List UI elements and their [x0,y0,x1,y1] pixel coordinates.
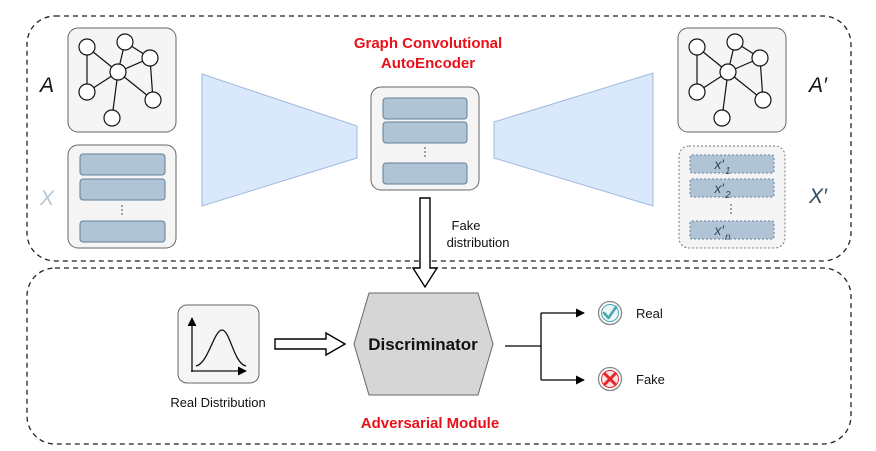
output-row [689,178,775,198]
encoder-trapezoid [201,73,358,207]
real-distribution-panel [177,304,260,384]
input-graph-panel [67,27,177,133]
real-output-label: Real [636,306,663,321]
output-row-text: x′ [713,222,725,238]
feature-row [79,153,166,176]
graph-icon [78,33,162,127]
latent-row [382,97,468,120]
output-row-text: x′ [713,180,725,196]
check-icon [597,300,623,326]
output-adjacency-label: A′ [807,74,828,97]
latent-row [382,162,468,185]
output-row-text: x′ [713,156,725,172]
adversarial-title: Adversarial Module [361,415,499,432]
input-feature-label: X [39,187,55,210]
fake-distribution-label-line2: distribution [447,235,510,250]
output-feature-panel: x′ 1 x′ 2 x′ n [678,145,786,249]
cross-icon [597,366,623,392]
decision-arrows [505,308,585,385]
feature-row [79,220,166,243]
discriminator-label: Discriminator [368,335,478,354]
output-row [689,220,775,240]
fake-output-label: Fake [636,372,665,387]
graph-icon [688,33,772,127]
input-adjacency-label: A [38,74,54,97]
output-row-subscript: n [725,232,731,243]
distribution-curve-icon [187,317,247,376]
output-graph-panel [677,27,787,133]
output-row [689,154,775,174]
input-feature-panel [67,144,177,249]
output-feature-label: X′ [808,185,828,208]
decoder-trapezoid [493,72,654,207]
fake-distribution-arrow [411,197,439,289]
fake-distribution-label-line1: Fake [452,218,481,233]
latent-row [382,121,468,144]
encoder-title-line1: Graph Convolutional [354,35,502,52]
encoder-title-line2: AutoEncoder [381,55,475,72]
feature-row [79,178,166,201]
latent-panel [370,86,480,191]
adversarial-region [26,267,852,445]
real-distribution-label: Real Distribution [170,395,265,410]
discriminator-box [353,292,494,396]
output-row-subscript: 2 [724,190,731,201]
real-distribution-arrow [274,331,347,357]
output-row-subscript: 1 [725,166,731,177]
